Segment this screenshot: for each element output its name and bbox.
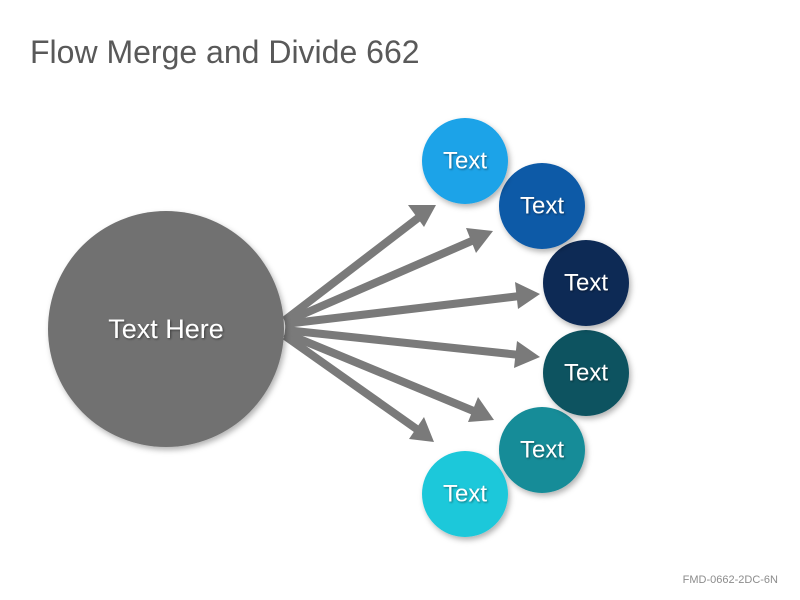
node-circle-1 (422, 118, 508, 204)
arrow-4 (284, 326, 540, 368)
node-label-5: Text (520, 437, 564, 464)
node-label-4: Text (564, 360, 608, 387)
target-node-1: Text (422, 118, 508, 204)
arrow-6 (282, 332, 434, 442)
target-node-4: Text (543, 330, 629, 416)
hub-circle (48, 211, 284, 447)
node-circle-3 (543, 240, 629, 326)
hub-label: Text Here (108, 314, 224, 344)
node-circle-5 (499, 407, 585, 493)
node-label-1: Text (443, 148, 487, 175)
arrow-3 (284, 282, 540, 328)
target-node-5: Text (499, 407, 585, 493)
arrow-2 (283, 228, 493, 326)
footer-code: FMD-0662-2DC-6N (682, 574, 778, 586)
node-label-3: Text (564, 270, 608, 297)
arrow-group (282, 205, 540, 442)
node-label-2: Text (520, 193, 564, 220)
target-node-3: Text (543, 240, 629, 326)
target-node-6: Text (422, 451, 508, 537)
arrow-5 (283, 329, 494, 422)
node-circle-4 (543, 330, 629, 416)
target-node-2: Text (499, 163, 585, 249)
node-circle-2 (499, 163, 585, 249)
arrow-1 (282, 205, 436, 324)
page-title: Flow Merge and Divide 662 (30, 34, 420, 70)
hub-node: Text Here (48, 211, 284, 447)
target-nodes: Text Text Text Text Text Text (422, 118, 629, 537)
node-label-6: Text (443, 481, 487, 508)
node-circle-6 (422, 451, 508, 537)
